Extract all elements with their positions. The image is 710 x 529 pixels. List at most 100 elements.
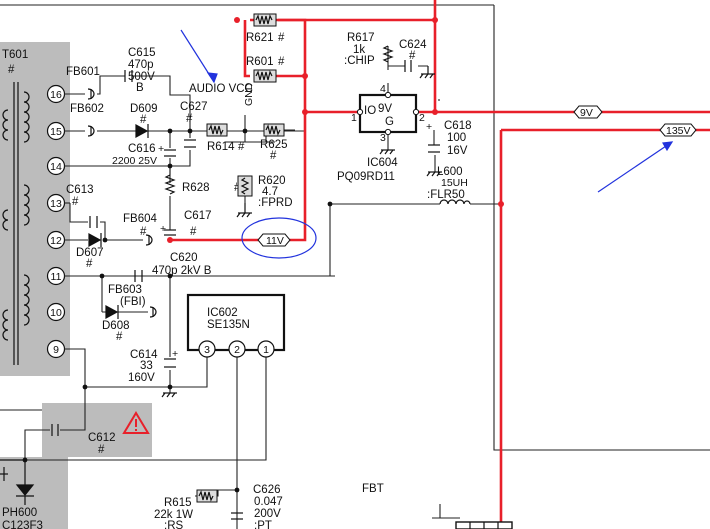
c618-plus: +	[426, 121, 432, 133]
r615-type: :RS	[164, 520, 184, 529]
fb603-value: (FBI)	[120, 296, 146, 308]
c626-capacitor	[231, 512, 243, 520]
r601-label: R601	[246, 56, 274, 68]
ic604-pin: 4	[380, 83, 386, 95]
c618-capacitor	[428, 144, 440, 153]
r625-resistor	[263, 123, 285, 137]
c615-value: 470p	[128, 59, 154, 71]
c624-label: C624	[399, 39, 427, 51]
t601-pin: 15	[50, 126, 62, 138]
c617-label: C617	[184, 210, 212, 222]
ic602-pin: 2	[234, 344, 240, 356]
c612-value: #	[98, 444, 105, 456]
transformer-pins: 16 15 14 13 12 11 10 9	[46, 84, 66, 359]
t601-pin: 9	[53, 344, 59, 356]
red-junctions	[167, 17, 504, 243]
c624-capacitor	[404, 60, 412, 72]
r617-resistor	[382, 45, 394, 63]
l600-type: :FLR50	[427, 189, 465, 201]
fb604-label: FB604	[123, 213, 157, 225]
d608-diode	[105, 304, 119, 320]
c617-plus: +	[160, 223, 166, 235]
c627-capacitor	[184, 139, 196, 148]
c612-label: C612	[88, 432, 116, 444]
c626-type: :PT	[254, 520, 272, 529]
c615-label: C615	[128, 47, 156, 59]
c613-label: C613	[66, 184, 94, 196]
d609-diode	[135, 123, 149, 139]
c620-value: 470p 2kV B	[152, 265, 212, 277]
net-label-11v: 11V	[257, 233, 291, 247]
d609-label: D609	[130, 103, 158, 115]
ic604-9v-text: 9V	[378, 103, 392, 115]
d608-value: #	[116, 331, 123, 343]
t601-pin: 11	[51, 271, 62, 283]
r621-label: R621	[246, 32, 274, 44]
svg-text:135V: 135V	[666, 125, 691, 137]
warning-icon	[122, 411, 150, 434]
c614-plus: +	[172, 348, 178, 360]
r620-resistor	[237, 175, 253, 197]
r620-value: 4.7	[262, 186, 278, 198]
c618-value: 100	[447, 132, 466, 144]
ic604-part: PQ09RD11	[337, 171, 395, 183]
r614-resistor	[206, 123, 228, 137]
r601-value: #	[278, 56, 285, 68]
c616-capacitor	[164, 149, 176, 157]
c616-plus: +	[158, 143, 164, 155]
c627-label: C627	[180, 101, 208, 113]
transformer-windings	[2, 82, 30, 365]
ic602-label: IC602	[207, 307, 238, 319]
photocoupler-part: C123F3	[2, 520, 43, 529]
black-junctions	[82, 128, 333, 493]
t601-pin: 14	[50, 161, 62, 173]
c615-type: B	[136, 82, 144, 94]
fb601-label: FB601	[66, 66, 100, 78]
svg-text:9V: 9V	[580, 107, 593, 119]
ground-symbol	[236, 203, 252, 218]
r625-value: #	[270, 150, 277, 162]
ic604-label: IC604	[367, 157, 398, 169]
d609-value: #	[140, 114, 147, 126]
c620-capacitor	[134, 270, 143, 282]
c614-voltage: 160V	[128, 372, 155, 384]
c614-capacitor	[164, 358, 176, 368]
ic604-pin: 1	[351, 112, 357, 124]
c618-ground-symbol	[426, 171, 442, 177]
ic604-pin: 2	[419, 112, 425, 124]
photocoupler-block	[0, 457, 68, 529]
fbt-label: FBT	[362, 483, 384, 495]
c614-value: 33	[140, 360, 153, 372]
r621-value: #	[278, 32, 285, 44]
t601-pin: 13	[50, 198, 62, 210]
d607-label: D607	[76, 247, 104, 259]
c618-label: C618	[444, 120, 472, 132]
c624-ground-symbol	[419, 66, 435, 79]
r621-resistor	[253, 13, 277, 27]
c617-capacitor	[164, 229, 176, 236]
r620-type: :FPRD	[258, 197, 293, 209]
ic604-ground-symbol	[379, 149, 395, 155]
net-label-135v: 135V	[659, 123, 697, 137]
gnd-label: GND	[243, 82, 255, 106]
ic604-pin: 3	[380, 132, 386, 144]
d607-diode	[88, 232, 102, 248]
c626-label: C626	[253, 484, 281, 496]
svg-text:11V: 11V	[266, 235, 284, 247]
t601-pin: 12	[50, 235, 62, 247]
fb602-label: FB602	[70, 103, 104, 115]
l600-label: L600	[437, 166, 463, 178]
r625-label: R625	[260, 139, 288, 151]
photocoupler-symbol	[0, 459, 35, 505]
c620-label: C620	[170, 252, 198, 264]
photocoupler-junction	[22, 457, 28, 463]
d608-label: D608	[102, 320, 130, 332]
c616-label: C616	[128, 143, 156, 155]
photocoupler-label: PH600	[2, 507, 37, 519]
c614-label: C614	[130, 349, 158, 361]
r614-value: #	[238, 141, 245, 153]
ferrite-bead-symbols	[87, 88, 157, 318]
r615-value: 22k 1W	[154, 509, 193, 521]
l600-inductor	[439, 199, 471, 205]
